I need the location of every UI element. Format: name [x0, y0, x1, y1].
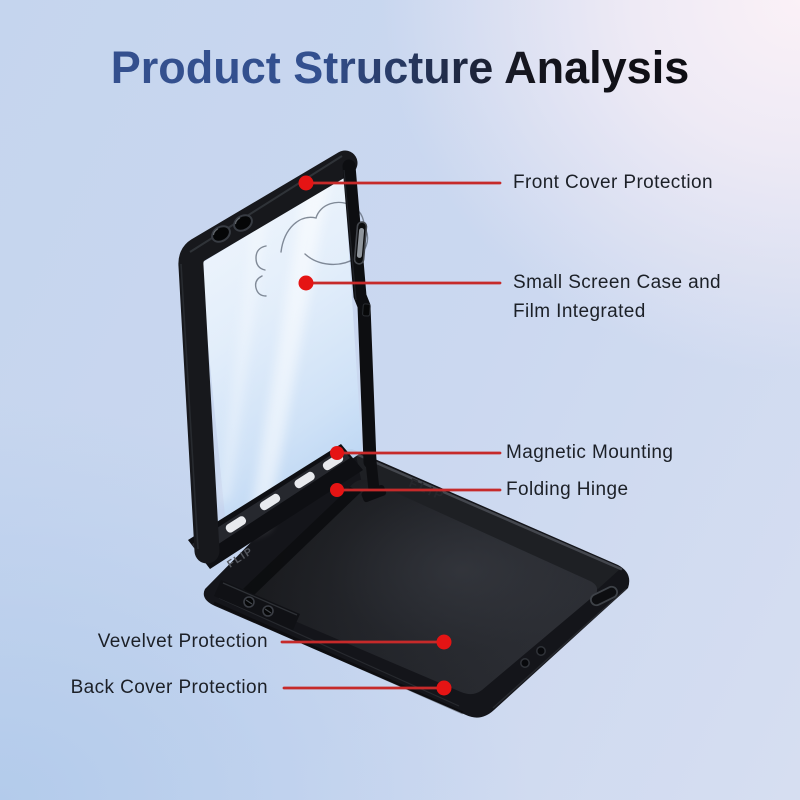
label-magnetic-mounting: Magnetic Mounting	[506, 442, 674, 463]
callout-dot-magnetic	[330, 446, 344, 460]
side-button-cutout	[353, 221, 368, 265]
tray-hole	[536, 646, 546, 656]
tray-far-wall	[356, 455, 620, 589]
tray-far-wall-highlight	[354, 452, 623, 571]
camera-cutouts	[211, 214, 253, 243]
frame-left-highlight	[180, 263, 199, 550]
label-front-cover-protection: Front Cover Protection	[513, 172, 713, 193]
callout-dot-front-cover	[298, 175, 314, 191]
front-cover-frame	[178, 150, 358, 564]
screw-slots	[245, 599, 272, 614]
tray-bottom-edge	[213, 601, 464, 715]
screw-rail	[214, 580, 300, 630]
tray-hole	[520, 658, 530, 668]
glass-streak	[247, 171, 331, 535]
label-velvet-protection: Vevelvet Protection	[97, 631, 268, 652]
callout-dot-back-cover	[436, 680, 452, 696]
label-back-cover-protection: Back Cover Protection	[70, 677, 268, 698]
screw-rail-highlight	[222, 582, 298, 616]
page-title: Product Structure Analysis	[0, 42, 800, 94]
callout-dot-velvet	[436, 634, 452, 650]
side-rail	[342, 159, 387, 503]
callouts	[280, 175, 502, 696]
front-cover: FLIP	[178, 150, 387, 571]
label-folding-hinge: Folding Hinge	[506, 479, 629, 500]
glass-streak	[218, 206, 268, 504]
port-cutout	[589, 585, 619, 607]
tray-hinge-shadow	[243, 487, 361, 595]
tray-floor-sheen	[241, 479, 598, 695]
callout-dot-hinge	[330, 483, 344, 497]
callout-dot-small-screen	[298, 275, 314, 291]
tray-right-edge	[492, 588, 627, 709]
label-small-screen-case: Small Screen Case and Film Integrated	[513, 272, 722, 322]
back-tray: FLIP	[203, 449, 630, 718]
